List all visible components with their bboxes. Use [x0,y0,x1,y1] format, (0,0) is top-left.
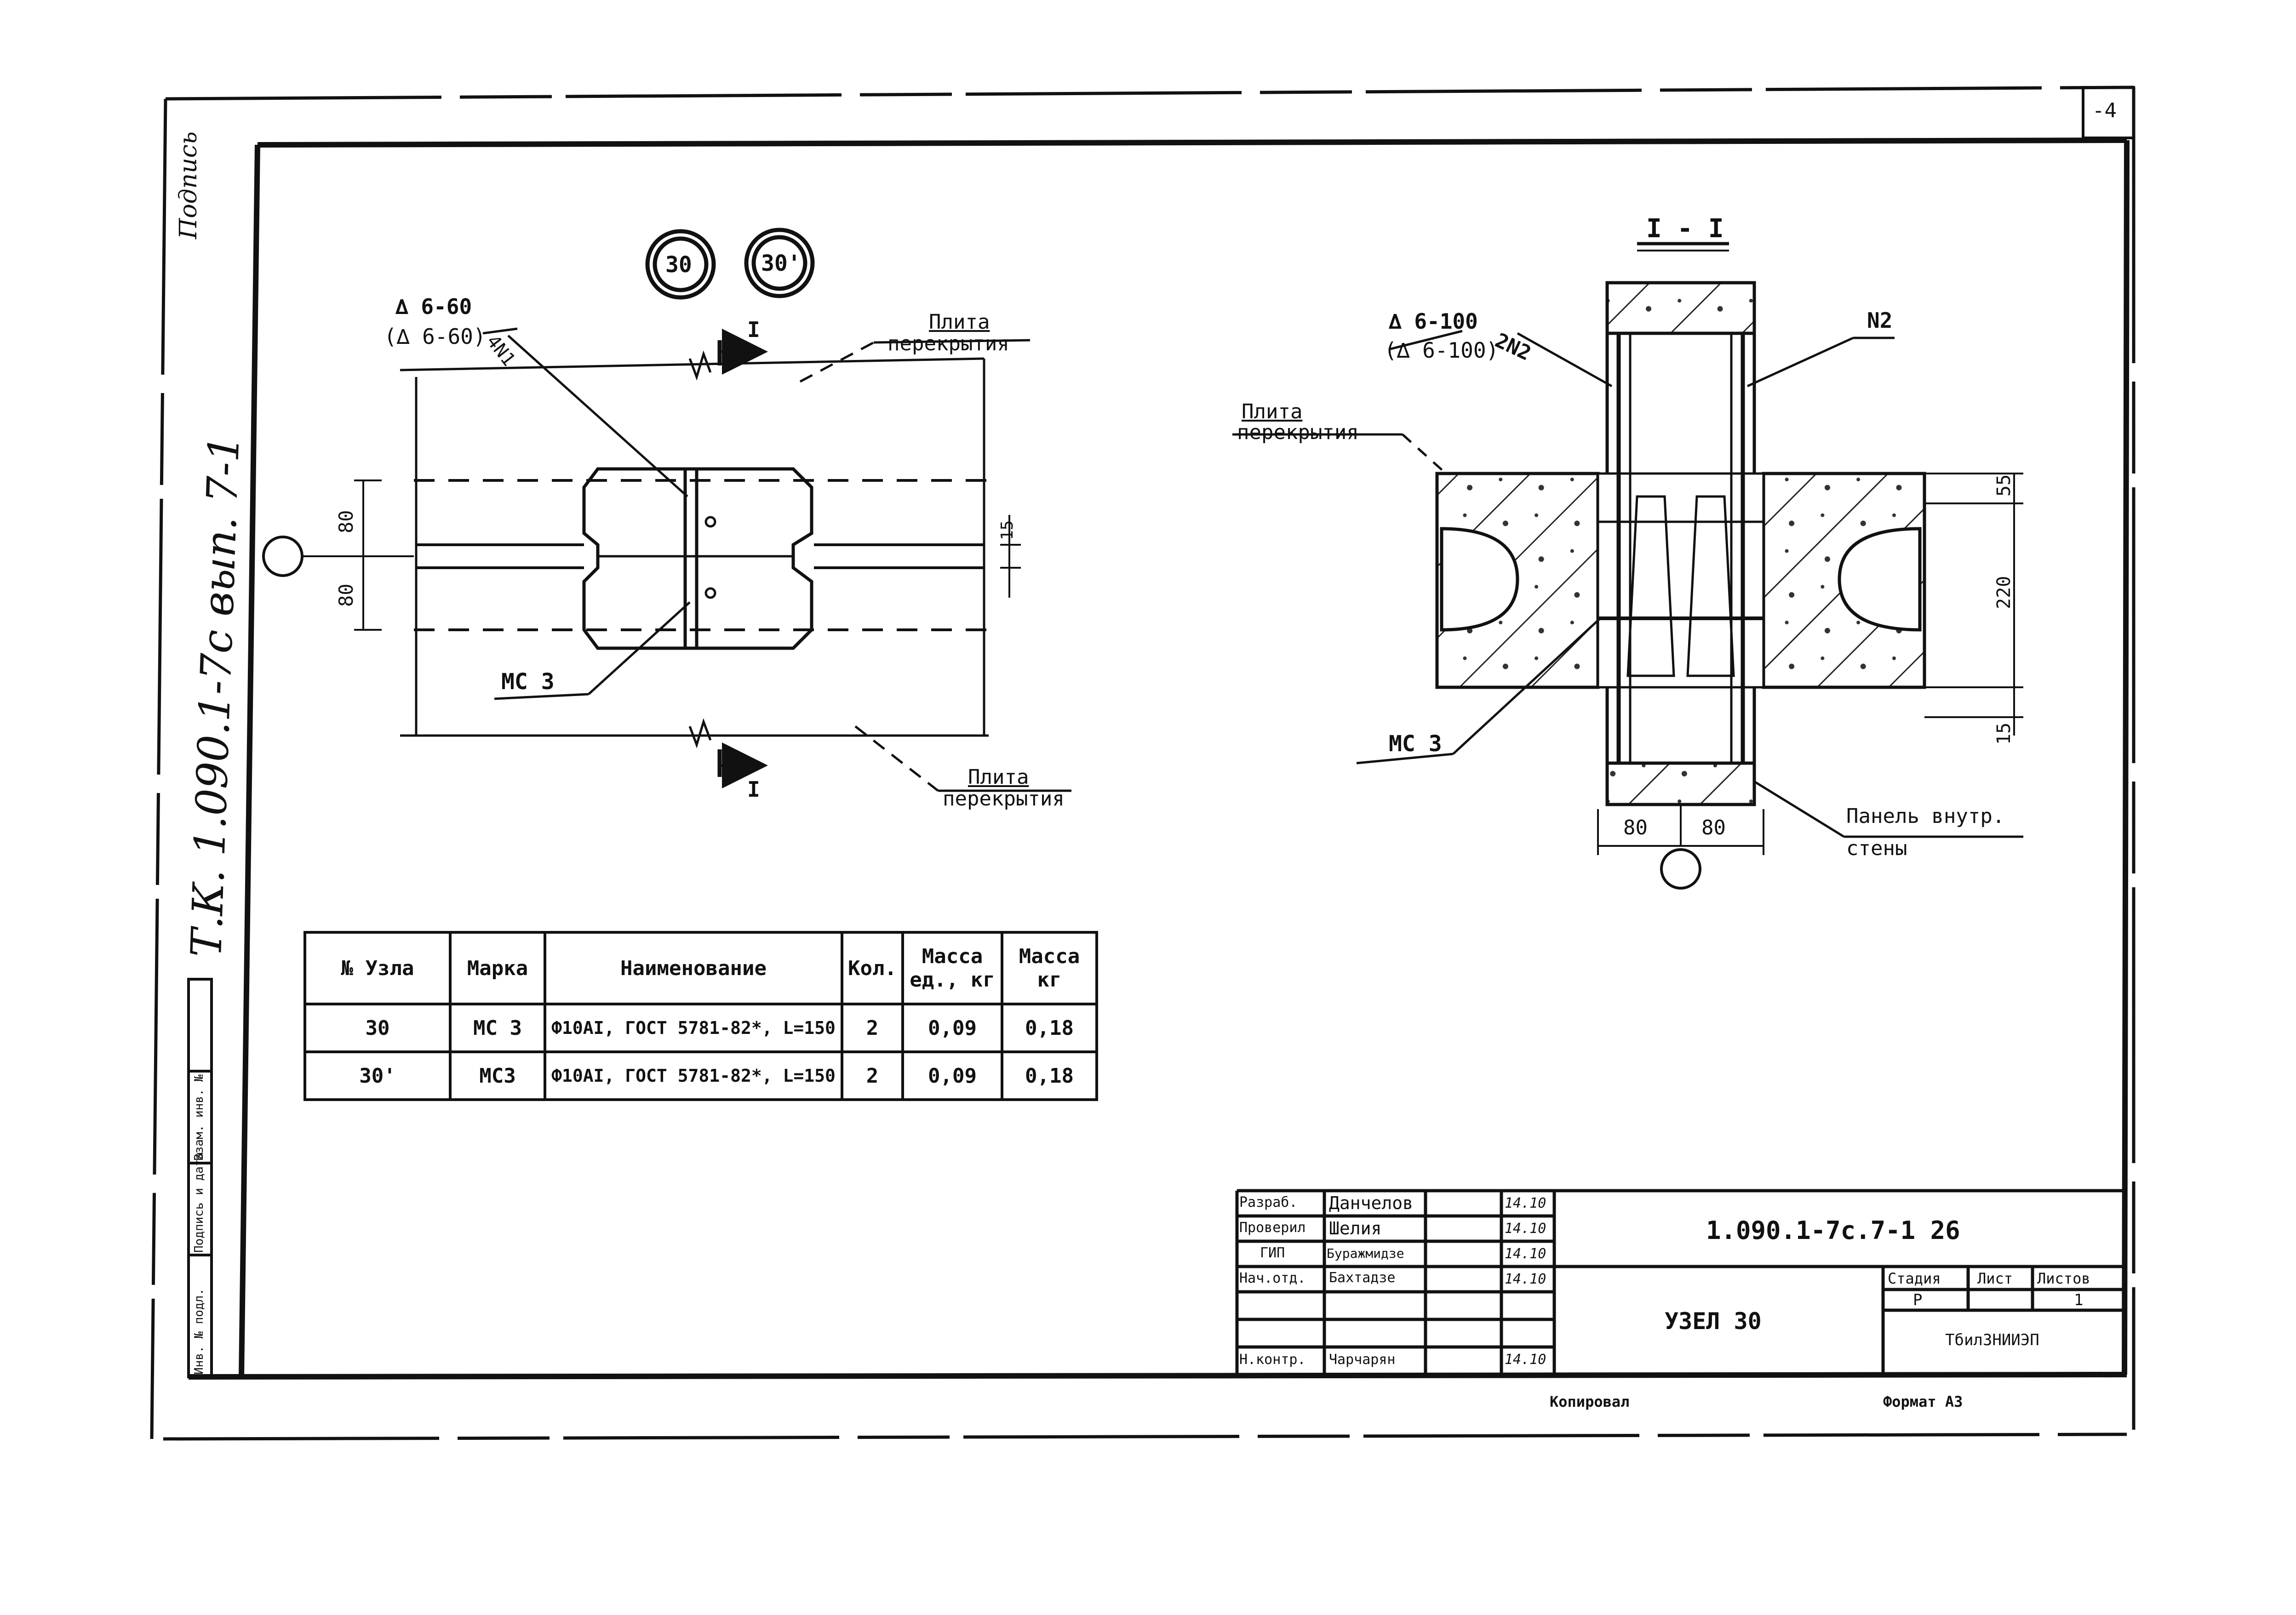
margin-label-inv: Инв. № подл. [192,1288,206,1375]
spec-cell: МС3 [449,1050,546,1101]
section-dim-bottom-left: 80 [1623,816,1648,839]
title-block-lines [1235,1189,2124,1375]
plan-dim-right: 15 [998,520,1017,540]
tb-date: 14.10 [1505,1352,1546,1368]
plan-slab-top-1: Плита [929,310,990,334]
node-mark-30-prime: 30' [761,251,801,276]
table-row: 30 МС 3 Ф10АI, ГОСТ 5781-82*, L=150 2 0,… [303,1003,1098,1053]
sheets-header: Листов [2037,1270,2090,1287]
plan-dim-left-top: 80 [335,510,357,533]
tb-name: Данчелов [1329,1193,1414,1213]
plan-view [262,327,1071,792]
section-weld-top: ∆ 6-100 [1389,309,1478,334]
sheet-title: УЗЕЛ 30 [1665,1308,1762,1335]
plan-slab-bottom-2: перекрытия [943,787,1065,810]
margin-label-sign: Подпись и дата [192,1152,206,1253]
spec-header-qty: Кол. [841,931,904,1005]
plan-weld-bottom: (∆ 6-60) [384,324,486,349]
doc-code: 1.090.1-7с.7-1 26 [1706,1216,1960,1245]
sheet-header: Лист [1977,1270,2013,1287]
tb-role: Н.контр. [1239,1352,1306,1368]
tb-role: Разраб. [1239,1194,1298,1210]
margin-strip [187,978,213,1378]
corner-box [2082,86,2135,139]
inner-frame [188,137,2130,1380]
corner-number: -4 [2092,99,2117,122]
spec-header-unit-mass: Масса ед., кг [901,931,1003,1005]
tb-role: Нач.отд. [1239,1270,1306,1286]
section-title: I - I [1646,214,1724,244]
spec-header-name: Наименование [544,931,843,1005]
stage-value: Р [1913,1291,1923,1309]
spec-cell: 2 [841,1003,904,1053]
section-weld-bottom: (∆ 6-100) [1384,338,1499,363]
footer-copied: Копировал [1550,1393,1630,1410]
plan-section-mark-bottom: I [747,777,760,802]
spec-header-row: № Узла Марка Наименование Кол. Масса ед.… [303,931,1098,1005]
section-dim-15: 15 [1993,722,2015,745]
margin-signature: Подпись [175,131,202,239]
tb-date: 14.10 [1505,1221,1546,1237]
tb-role: Проверил [1239,1220,1306,1236]
spec-cell: МС 3 [449,1003,546,1053]
node-mark-30: 30 [665,252,692,278]
tb-name: Чарчарян [1329,1352,1396,1368]
plan-part-label: МС 3 [501,669,555,695]
spec-cell: 0,09 [901,1050,1003,1101]
organization: ТбилЗНИИЭП [1945,1331,2039,1349]
footer-format: Формат А3 [1883,1393,1963,1410]
spec-header-mark: Марка [449,931,546,1005]
spec-cell: 30 [303,1003,452,1053]
section-panel-2: стены [1846,837,1907,860]
spec-cell: 30' [303,1050,452,1101]
tb-name: Шелия [1329,1218,1382,1238]
spec-header-node: № Узла [303,931,452,1005]
tb-name: Буражмидзе [1327,1246,1404,1261]
section-bar-right: N2 [1867,308,1893,333]
spec-cell: Ф10АI, ГОСТ 5781-82*, L=150 [544,1003,843,1053]
node-mark-circles [645,228,815,300]
spec-cell: 0,18 [1000,1003,1098,1053]
section-dim-bottom-right: 80 [1701,816,1726,839]
specification-table: № Узла Марка Наименование Кол. Масса ед.… [303,931,1098,1101]
plan-slab-top-2: перекрытия [887,332,1009,355]
section-dim-220: 220 [1993,576,2015,609]
tb-name: Бахтадзе [1329,1270,1396,1286]
section-dim-55: 55 [1993,474,2015,496]
section-view [1232,242,2023,890]
plan-weld-top: ∆ 6-60 [395,294,472,319]
section-part-label: МС 3 [1389,731,1442,757]
section-slab-1: Плита [1242,400,1303,423]
tb-date: 14.10 [1505,1246,1546,1262]
spec-cell: 2 [841,1050,904,1101]
stage-header: Стадия [1888,1270,1941,1287]
tb-role: ГИП [1260,1245,1285,1261]
sheets-value: 1 [2074,1291,2084,1309]
section-panel-1: Панель внутр. [1846,805,2005,828]
tb-date: 14.10 [1505,1271,1546,1287]
plan-slab-bottom-1: Плита [968,765,1029,789]
spec-cell: Ф10АI, ГОСТ 5781-82*, L=150 [544,1050,843,1101]
plan-section-mark-top: I [747,317,760,342]
outer-frame [150,86,2136,1441]
spec-cell: 0,18 [1000,1050,1098,1101]
section-slab-2: перекрытия [1237,421,1359,444]
table-row: 30' МС3 Ф10АI, ГОСТ 5781-82*, L=150 2 0,… [303,1050,1098,1101]
plan-dim-left-bottom: 80 [335,583,357,607]
tb-date: 14.10 [1505,1195,1546,1211]
margin-label-replace: Взам. инв. № [192,1074,206,1161]
spec-cell: 0,09 [901,1003,1003,1053]
spec-header-mass: Масса кг [1000,931,1098,1005]
